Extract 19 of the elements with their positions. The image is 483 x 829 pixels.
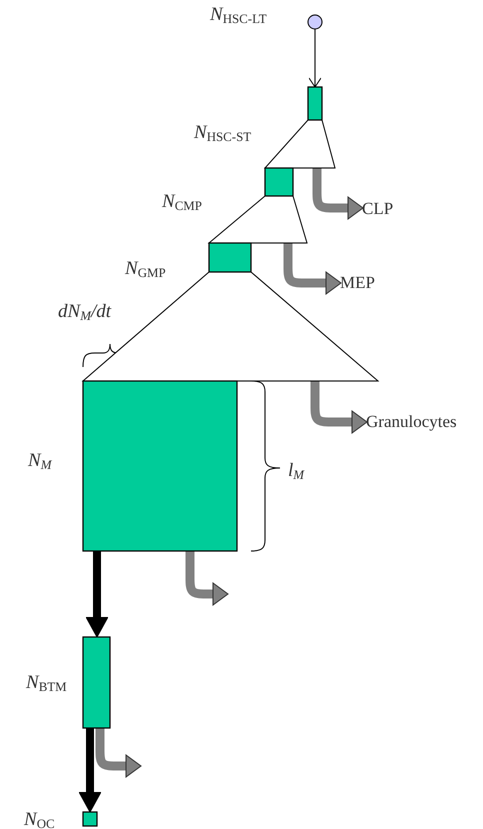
efflux-arrow xyxy=(186,551,228,606)
flow-arrow xyxy=(78,728,102,812)
annotation-label: dN$_{M}$/dt xyxy=(58,302,112,324)
compartment-label: N$_{HSC-LT}$ xyxy=(210,5,267,26)
arrow xyxy=(308,28,322,88)
compartment-label: N$_{BTM}$ xyxy=(26,673,67,694)
compartment-label: N$_{M}$ xyxy=(28,451,52,472)
annotation-label: l$_{M}$ xyxy=(288,461,304,482)
efflux-arrow xyxy=(310,381,368,434)
cell-type-label: CLP xyxy=(362,200,394,217)
compartment-label: N$_{CMP}$ xyxy=(162,192,202,214)
efflux-arrow xyxy=(284,243,342,294)
cell-type-label: Granulocytes xyxy=(366,413,457,430)
efflux-arrow xyxy=(96,728,142,778)
compartment-label: N$_{GMP}$ xyxy=(125,259,166,280)
compartment-label: N$_{OC}$ xyxy=(24,810,55,829)
cell-type-label: MEP xyxy=(340,274,375,291)
flow-arrow xyxy=(86,551,108,638)
compartment-label: N$_{HSC-ST}$ xyxy=(194,123,252,144)
